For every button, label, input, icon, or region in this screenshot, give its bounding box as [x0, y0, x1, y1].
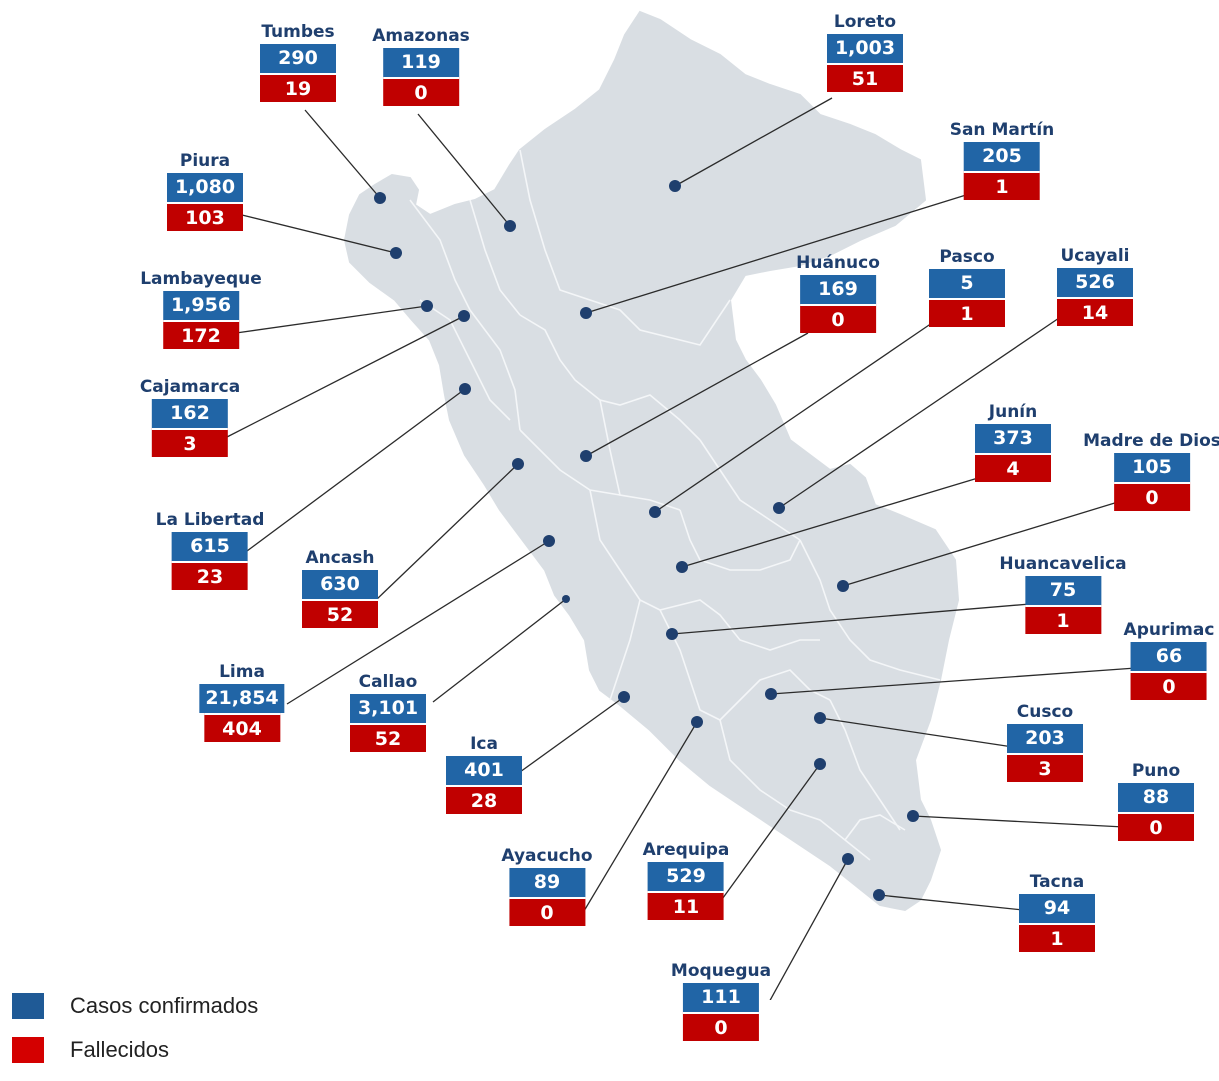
deaths-value: 1	[929, 298, 1005, 327]
region-name: Arequipa	[642, 840, 730, 860]
deaths-value: 23	[171, 561, 248, 590]
cases-value: 1,956	[163, 291, 239, 320]
cases-value: 1,003	[827, 34, 903, 63]
cases-value: 526	[1057, 268, 1133, 297]
region-name: Lambayeque	[140, 269, 262, 289]
cases-value: 111	[682, 983, 759, 1012]
peru-landmass	[343, 10, 960, 912]
cases-value: 205	[963, 142, 1040, 171]
cases-value: 630	[302, 570, 378, 599]
cases-value: 94	[1019, 894, 1095, 923]
legend-item-cases: Casos confirmados	[12, 988, 258, 1024]
region-name: Ucayali	[1060, 246, 1130, 266]
cases-value: 401	[446, 756, 522, 785]
region-name: Amazonas	[372, 26, 470, 46]
region-name: Apurimac	[1123, 620, 1215, 640]
deaths-value: 0	[1114, 482, 1190, 511]
deaths-value: 52	[302, 599, 378, 628]
deaths-value: 4	[975, 453, 1051, 482]
deaths-value: 1	[1025, 605, 1101, 634]
deaths-value: 0	[509, 897, 585, 926]
deaths-value: 0	[1131, 671, 1207, 700]
cases-value: 89	[509, 868, 585, 897]
deaths-value: 3	[152, 428, 228, 457]
deaths-value: 3	[1007, 753, 1083, 782]
peru-map-graphic	[224, 10, 1137, 1000]
region-name: Ancash	[305, 548, 375, 568]
legend: Casos confirmados Fallecidos	[12, 988, 258, 1076]
cases-value: 373	[975, 424, 1051, 453]
deaths-value: 1	[963, 171, 1040, 200]
cases-value: 88	[1118, 783, 1194, 812]
legend-item-deaths: Fallecidos	[12, 1032, 258, 1068]
cases-value: 3,101	[350, 694, 426, 723]
region-name: San Martín	[949, 120, 1055, 140]
legend-swatch-deaths	[12, 1037, 44, 1063]
legend-swatch-cases	[12, 993, 44, 1019]
deaths-value: 28	[446, 785, 522, 814]
region-name: Junín	[988, 402, 1038, 422]
deaths-value: 11	[648, 891, 724, 920]
deaths-value: 1	[1019, 923, 1095, 952]
legend-label-cases: Casos confirmados	[70, 993, 259, 1018]
region-name: Tumbes	[261, 22, 335, 42]
deaths-value: 172	[163, 320, 239, 349]
deaths-value: 19	[260, 73, 336, 102]
deaths-value: 0	[382, 77, 459, 106]
region-name: La Libertad	[155, 510, 265, 530]
region-name: Callao	[358, 672, 418, 692]
deaths-value: 0	[1118, 812, 1194, 841]
deaths-value: 404	[203, 713, 280, 742]
cases-value: 21,854	[199, 684, 285, 713]
legend-label-deaths: Fallecidos	[70, 1037, 170, 1062]
cases-value: 162	[152, 399, 228, 428]
cases-value: 1,080	[167, 173, 243, 202]
cases-value: 5	[929, 269, 1005, 298]
region-name: Pasco	[939, 247, 995, 267]
deaths-value: 14	[1057, 297, 1133, 326]
deaths-value: 103	[167, 202, 243, 231]
region-name: Cajamarca	[139, 377, 241, 397]
cases-value: 169	[799, 275, 876, 304]
leader-lines	[224, 97, 1137, 1000]
region-name: Moquegua	[670, 961, 772, 981]
deaths-value: 0	[799, 304, 876, 333]
deaths-value: 52	[350, 723, 426, 752]
cases-value: 615	[171, 532, 248, 561]
region-name: Cusco	[1016, 702, 1074, 722]
cases-value: 75	[1025, 576, 1101, 605]
region-name: Puno	[1131, 761, 1181, 781]
cases-value: 529	[648, 862, 724, 891]
deaths-value: 0	[682, 1012, 759, 1041]
cases-value: 66	[1131, 642, 1207, 671]
region-name: Ayacucho	[501, 846, 593, 866]
cases-value: 203	[1007, 724, 1083, 753]
cases-value: 105	[1114, 453, 1190, 482]
region-name: Huánuco	[796, 253, 880, 273]
region-name: Tacna	[1029, 872, 1085, 892]
region-name: Lima	[219, 662, 265, 682]
region-name: Loreto	[833, 12, 897, 32]
region-name: Ica	[470, 734, 498, 754]
deaths-value: 51	[827, 63, 903, 92]
region-name: Madre de Dios	[1083, 431, 1219, 451]
region-name: Huancavelica	[999, 554, 1127, 574]
region-dots	[374, 180, 919, 901]
region-borders	[409, 149, 941, 861]
cases-value: 119	[382, 48, 459, 77]
region-name: Piura	[179, 151, 231, 171]
cases-value: 290	[260, 44, 336, 73]
